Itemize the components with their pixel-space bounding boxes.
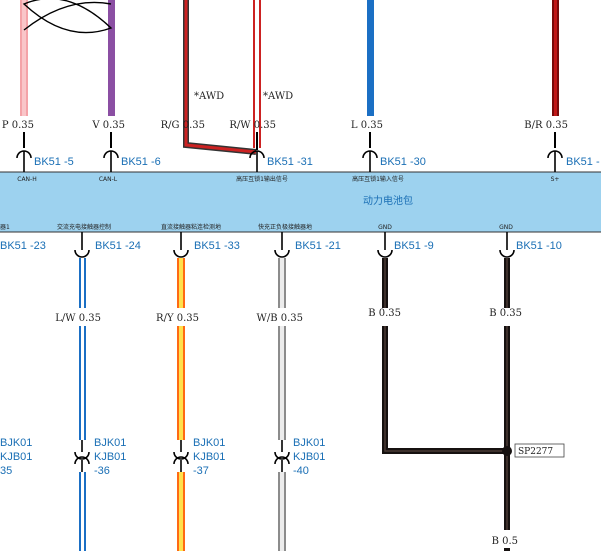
signal-can-h: CAN-H bbox=[17, 176, 36, 183]
conn-pin-0: 35 bbox=[0, 465, 12, 477]
pin-bk51-24: BK51 -24 bbox=[95, 240, 141, 252]
conn-bjk01-3: BJK01 bbox=[293, 437, 325, 449]
wire-label-p: P 0.35 bbox=[2, 120, 34, 131]
conn-pin-3: -40 bbox=[293, 465, 309, 477]
signal-ac-contactor: 交流充电接触器控制 bbox=[57, 223, 111, 231]
module-title: 动力电池包 bbox=[363, 194, 413, 207]
conn-kjb01-2: KJB01 bbox=[193, 451, 225, 463]
splice-dot bbox=[502, 446, 512, 456]
wire-v bbox=[108, 0, 115, 148]
conn-pin-1: -36 bbox=[94, 465, 110, 477]
wire-label-b05: B 0.5 bbox=[492, 536, 518, 547]
signal-ctrl-1: 器1 bbox=[0, 224, 10, 231]
inline-connectors bbox=[74, 440, 290, 472]
wire-label-v: V 0.35 bbox=[91, 120, 125, 131]
splice-box bbox=[514, 443, 565, 458]
conn-bjk01-0: BJK01 bbox=[0, 437, 32, 449]
signal-hvil1-in: 高压互锁1输入信号 bbox=[352, 175, 404, 183]
top-terminals bbox=[16, 150, 563, 172]
wire-l bbox=[367, 0, 374, 148]
pin-bk51-33: BK51 -33 bbox=[194, 240, 240, 252]
conn-pin-2: -37 bbox=[193, 465, 209, 477]
wire-label-wb: W/B 0.35 bbox=[257, 313, 303, 324]
pin-bk51-23: BK51 -23 bbox=[0, 240, 46, 252]
signal-can-l: CAN-L bbox=[99, 176, 118, 183]
wire-b-9 bbox=[382, 258, 506, 454]
wire-rg bbox=[183, 0, 257, 155]
conn-kjb01-0: KJB01 bbox=[0, 451, 32, 463]
conn-bjk01-1: BJK01 bbox=[94, 437, 126, 449]
bottom-terminals bbox=[74, 232, 515, 258]
wire-label-b9: B 0.35 bbox=[368, 308, 401, 319]
wire-label-br: B/R 0.35 bbox=[524, 120, 568, 131]
pin-bk51-31: BK51 -31 bbox=[267, 156, 313, 168]
pin-bk51-30: BK51 -30 bbox=[380, 156, 426, 168]
twisted-pair-symbol bbox=[22, 0, 113, 34]
wire-label-rw: R/W 0.35 bbox=[229, 120, 276, 131]
wire-ry bbox=[177, 258, 185, 551]
wire-label-rg: R/G 0.35 bbox=[161, 120, 205, 131]
signal-gnd-10: GND bbox=[499, 224, 513, 231]
wire-label-b10: B 0.35 bbox=[489, 308, 522, 319]
signal-gnd-9: GND bbox=[378, 224, 392, 231]
wire-br bbox=[552, 0, 559, 148]
awd-note-1: *AWD bbox=[194, 91, 224, 102]
conn-kjb01-1: KJB01 bbox=[94, 451, 126, 463]
conn-bjk01-2: BJK01 bbox=[193, 437, 225, 449]
wire-label-ry: R/Y 0.35 bbox=[156, 313, 199, 324]
pin-bk51-br: BK51 - bbox=[566, 156, 600, 168]
pin-bk51-10: BK51 -10 bbox=[516, 240, 562, 252]
pin-bk51-21: BK51 -21 bbox=[295, 240, 341, 252]
pin-bk51-6: BK51 -6 bbox=[121, 156, 161, 168]
signal-s-plus: S+ bbox=[551, 176, 560, 183]
wire-label-l: L 0.35 bbox=[351, 120, 383, 131]
wire-label-lw: L/W 0.35 bbox=[55, 313, 101, 324]
signal-hvil1-out: 高压互锁1输出信号 bbox=[236, 175, 288, 183]
wire-lw bbox=[79, 258, 86, 551]
wire-wb bbox=[278, 258, 286, 551]
wire-rw bbox=[253, 0, 261, 150]
pin-bk51-5: BK51 -5 bbox=[34, 156, 74, 168]
awd-note-2: *AWD bbox=[263, 91, 293, 102]
splice-label: SP2277 bbox=[518, 447, 553, 457]
wire-p bbox=[20, 0, 28, 148]
pin-bk51-9: BK51 -9 bbox=[394, 240, 434, 252]
conn-kjb01-3: KJB01 bbox=[293, 451, 325, 463]
signal-dc-weld-gnd: 直流接触器粘连检测地 bbox=[161, 223, 221, 231]
signal-fast-charge-gnd: 快充正负极接触器地 bbox=[258, 223, 312, 231]
battery-pack-band bbox=[0, 172, 601, 232]
